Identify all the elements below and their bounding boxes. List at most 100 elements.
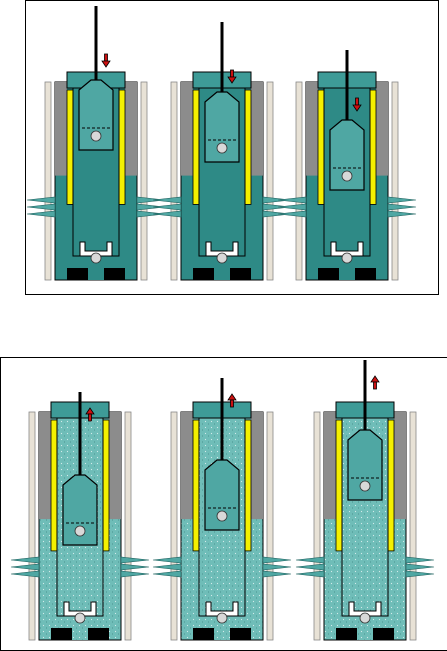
- arrow-shaft: [356, 98, 359, 105]
- perforation-right: [388, 211, 416, 217]
- traveling-valve-ball: [217, 143, 227, 153]
- pump-stage-down-1: [27, 6, 165, 280]
- traveling-valve-ball: [91, 131, 101, 141]
- sucker-rod: [346, 50, 349, 120]
- casing-left: [45, 82, 51, 280]
- casing-left: [29, 412, 35, 640]
- packing-right: [370, 90, 376, 204]
- packing-left: [318, 90, 324, 204]
- perforation-left: [296, 564, 324, 570]
- casing-left: [171, 412, 177, 640]
- casing-right: [267, 412, 273, 640]
- standing-valve-ball: [217, 253, 227, 263]
- intake: [214, 628, 230, 640]
- arrow-head: [228, 394, 236, 400]
- annulus-right: [125, 82, 137, 176]
- red-down-arrow-icon: [102, 54, 110, 67]
- arrow-head: [371, 376, 379, 382]
- packing-right: [103, 420, 109, 551]
- sucker-rod: [221, 22, 224, 92]
- perforation-left: [11, 564, 39, 570]
- perforation-left: [296, 571, 324, 577]
- perforation-left: [11, 557, 39, 563]
- sucker-rod: [364, 360, 367, 430]
- annulus-right: [394, 412, 406, 519]
- standing-valve-ball: [342, 253, 352, 263]
- perforation-right: [388, 204, 416, 210]
- perforation-left: [278, 211, 306, 217]
- arrow-shaft: [105, 54, 108, 61]
- annulus-right: [251, 82, 263, 176]
- standing-valve-ball: [360, 613, 370, 623]
- annulus-left: [306, 82, 318, 176]
- packing-left: [193, 420, 199, 551]
- packing-right: [119, 90, 125, 204]
- perforation-right: [406, 564, 434, 570]
- perforation-left: [153, 204, 181, 210]
- annulus-right: [251, 412, 263, 519]
- intake: [339, 268, 355, 280]
- perforation-right: [263, 564, 291, 570]
- casing-left: [296, 82, 302, 280]
- perforation-right: [121, 564, 149, 570]
- perforation-right: [121, 557, 149, 563]
- perforation-right: [263, 557, 291, 563]
- packing-left: [336, 420, 342, 551]
- perforation-left: [153, 557, 181, 563]
- sucker-rod: [95, 6, 98, 80]
- annulus-left: [39, 412, 51, 519]
- standing-valve-ball: [91, 253, 101, 263]
- perforation-left: [27, 204, 55, 210]
- standing-valve-ball: [75, 613, 85, 623]
- annulus-left: [181, 82, 193, 176]
- annulus-left: [181, 412, 193, 519]
- packing-left: [193, 90, 199, 204]
- arrow-shaft: [89, 414, 92, 421]
- perforation-right: [121, 571, 149, 577]
- perforation-left: [27, 211, 55, 217]
- traveling-valve-ball: [75, 526, 85, 536]
- casing-left: [314, 412, 320, 640]
- standing-valve-ball: [217, 613, 227, 623]
- perforation-left: [278, 204, 306, 210]
- annulus-left: [55, 82, 67, 176]
- casing-right: [410, 412, 416, 640]
- perforation-left: [153, 211, 181, 217]
- perforation-right: [406, 571, 434, 577]
- packing-right: [388, 420, 394, 551]
- casing-right: [125, 412, 131, 640]
- arrow-head: [102, 61, 110, 67]
- packing-right: [245, 90, 251, 204]
- intake: [214, 268, 230, 280]
- pump-stage-up-2: [153, 378, 291, 640]
- casing-left: [171, 82, 177, 280]
- packing-left: [51, 420, 57, 551]
- arrow-shaft: [374, 382, 377, 389]
- intake: [357, 628, 373, 640]
- perforation-left: [153, 564, 181, 570]
- annulus-right: [376, 82, 388, 176]
- traveling-valve-ball: [360, 481, 370, 491]
- annulus-left: [324, 412, 336, 519]
- traveling-valve-ball: [217, 511, 227, 521]
- sucker-rod: [79, 392, 82, 475]
- casing-right: [267, 82, 273, 280]
- perforation-left: [153, 571, 181, 577]
- perforation-right: [263, 571, 291, 577]
- perforation-left: [278, 197, 306, 203]
- red-up-arrow-icon: [371, 376, 379, 389]
- arrow-shaft: [231, 400, 234, 407]
- perforation-right: [406, 557, 434, 563]
- perforation-left: [27, 197, 55, 203]
- intake: [88, 268, 104, 280]
- sucker-rod: [221, 378, 224, 460]
- packing-left: [67, 90, 73, 204]
- casing-right: [141, 82, 147, 280]
- perforation-left: [153, 197, 181, 203]
- traveling-valve-ball: [342, 171, 352, 181]
- arrow-shaft: [231, 70, 234, 77]
- casing-right: [392, 82, 398, 280]
- perforation-left: [11, 571, 39, 577]
- perforation-left: [296, 557, 324, 563]
